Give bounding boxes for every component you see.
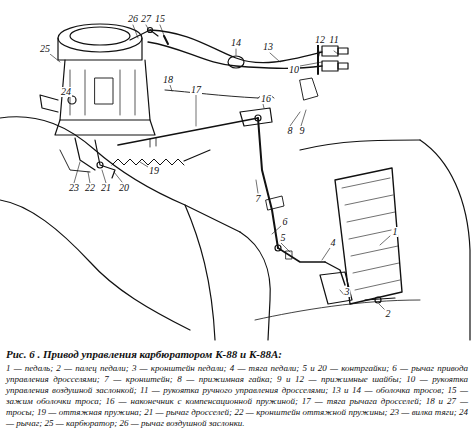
callout-number: 8 [287,126,294,136]
callout-number: 6 [282,217,289,227]
callout-number: 18 [162,75,174,85]
callout-number: 11 [328,35,339,45]
callout-number: 24 [60,87,72,97]
callout-number: 20 [118,183,130,193]
callout-number: 3 [344,287,351,297]
callout-number: 4 [330,238,337,248]
callout-number: 23 [68,183,80,193]
callout-number: 19 [148,166,160,176]
figure-title: Рис. 6 . Привод управления карбюратором … [6,348,468,361]
callout-number: 22 [84,183,96,193]
callout-number: 16 [260,94,272,104]
callout-number: 7 [255,194,262,204]
callout-number: 5 [280,233,287,243]
carburetor-linkage-illustration [0,0,474,345]
callout-number: 17 [190,85,202,95]
callout-number: 21 [100,183,112,193]
callout-number: 26 [127,14,139,24]
callout-number: 13 [262,42,274,52]
callout-number: 14 [230,38,242,48]
callout-number: 12 [314,35,326,45]
callout-number: 27 [140,14,152,24]
callout-number: 25 [39,44,51,54]
callout-number: 9 [299,126,306,136]
figure-caption: 1 — педаль; 2 — палец педали; 3 — кроншт… [6,363,468,429]
callout-number: 1 [392,227,399,237]
callout-number: 2 [385,309,392,319]
callout-number: 15 [154,14,166,24]
callout-number: 10 [288,65,300,75]
